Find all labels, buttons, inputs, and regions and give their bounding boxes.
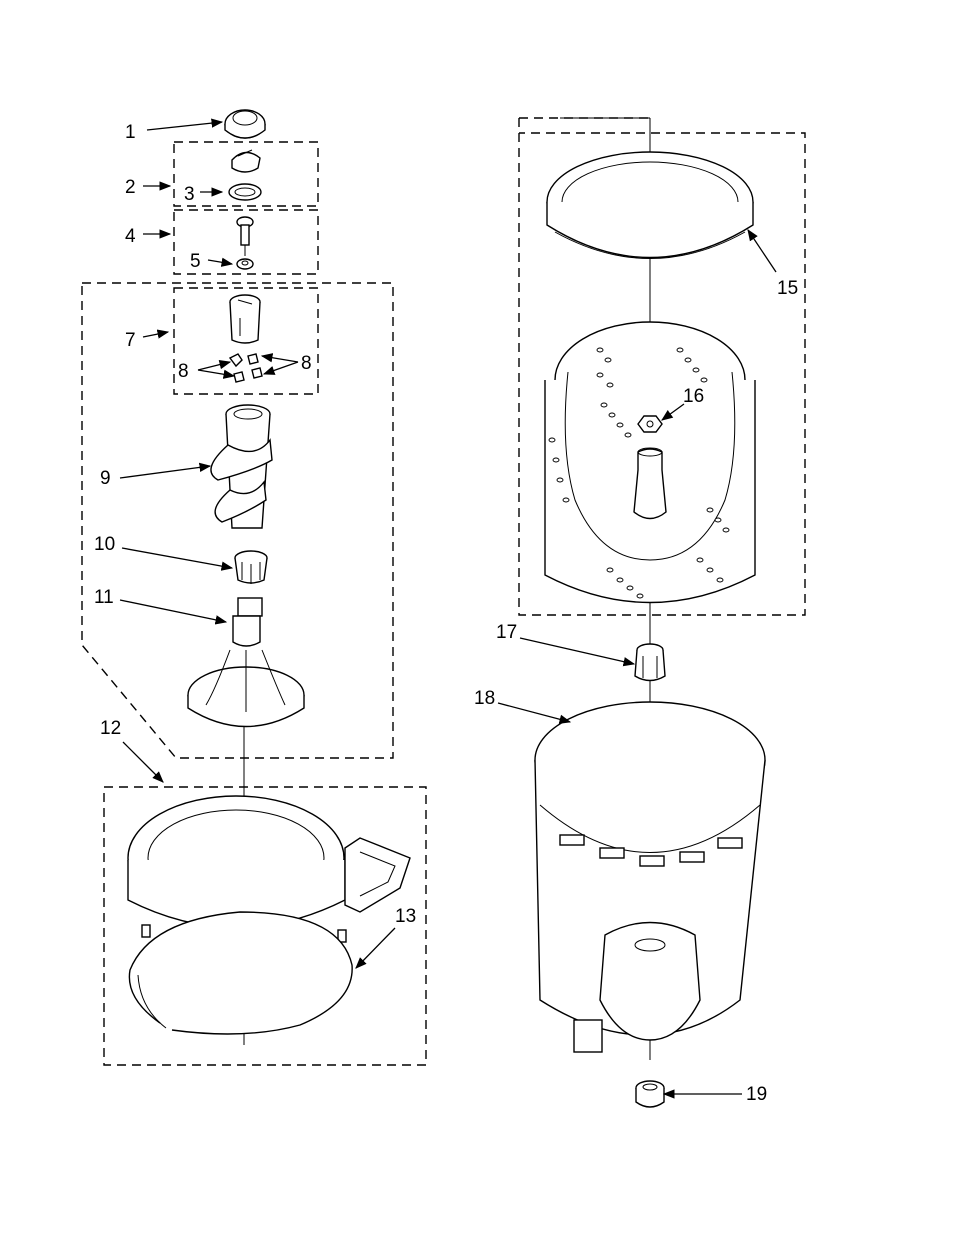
- part-8-agitator-dogs[interactable]: [230, 354, 262, 382]
- part-9-auger[interactable]: [211, 405, 272, 528]
- part-17-drive-hub[interactable]: [635, 644, 665, 681]
- part-19-tub-seal[interactable]: [636, 1081, 664, 1107]
- part-14-spin-basket[interactable]: [545, 322, 755, 603]
- callout-16: 16: [683, 386, 704, 407]
- part-7-cam[interactable]: [230, 295, 260, 343]
- callout-5: 5: [190, 251, 201, 272]
- callout-17: 17: [496, 622, 517, 643]
- callout-1: 1: [125, 122, 136, 143]
- callout-4: 4: [125, 226, 136, 247]
- part-2-cap-seal[interactable]: [232, 150, 260, 172]
- part-15-balance-ring[interactable]: [547, 152, 753, 259]
- part-10-drive-bell[interactable]: [235, 551, 267, 584]
- callout-19: 19: [746, 1084, 767, 1105]
- part-18-outer-tub[interactable]: [535, 702, 765, 1052]
- callout-2: 2: [125, 177, 136, 198]
- callout-8-left: 8: [178, 361, 189, 382]
- part-4-bolt[interactable]: [237, 217, 253, 256]
- callout-8-right: 8: [301, 353, 312, 374]
- part-3-o-ring[interactable]: [229, 184, 261, 200]
- callout-18: 18: [474, 688, 495, 709]
- part-13-snubber-ring[interactable]: [129, 912, 352, 1034]
- callout-13: 13: [395, 906, 416, 927]
- callout-3: 3: [184, 184, 195, 205]
- part-16-spanner-nut[interactable]: [638, 416, 662, 432]
- callout-10: 10: [94, 534, 115, 555]
- callout-11: 11: [94, 587, 114, 608]
- callout-12: 12: [100, 718, 121, 739]
- part-5-washer[interactable]: [237, 259, 253, 269]
- callout-9: 9: [100, 468, 111, 489]
- callout-15: 15: [777, 278, 798, 299]
- part-1-agitator-cap[interactable]: [225, 110, 265, 138]
- callout-7: 7: [125, 330, 136, 351]
